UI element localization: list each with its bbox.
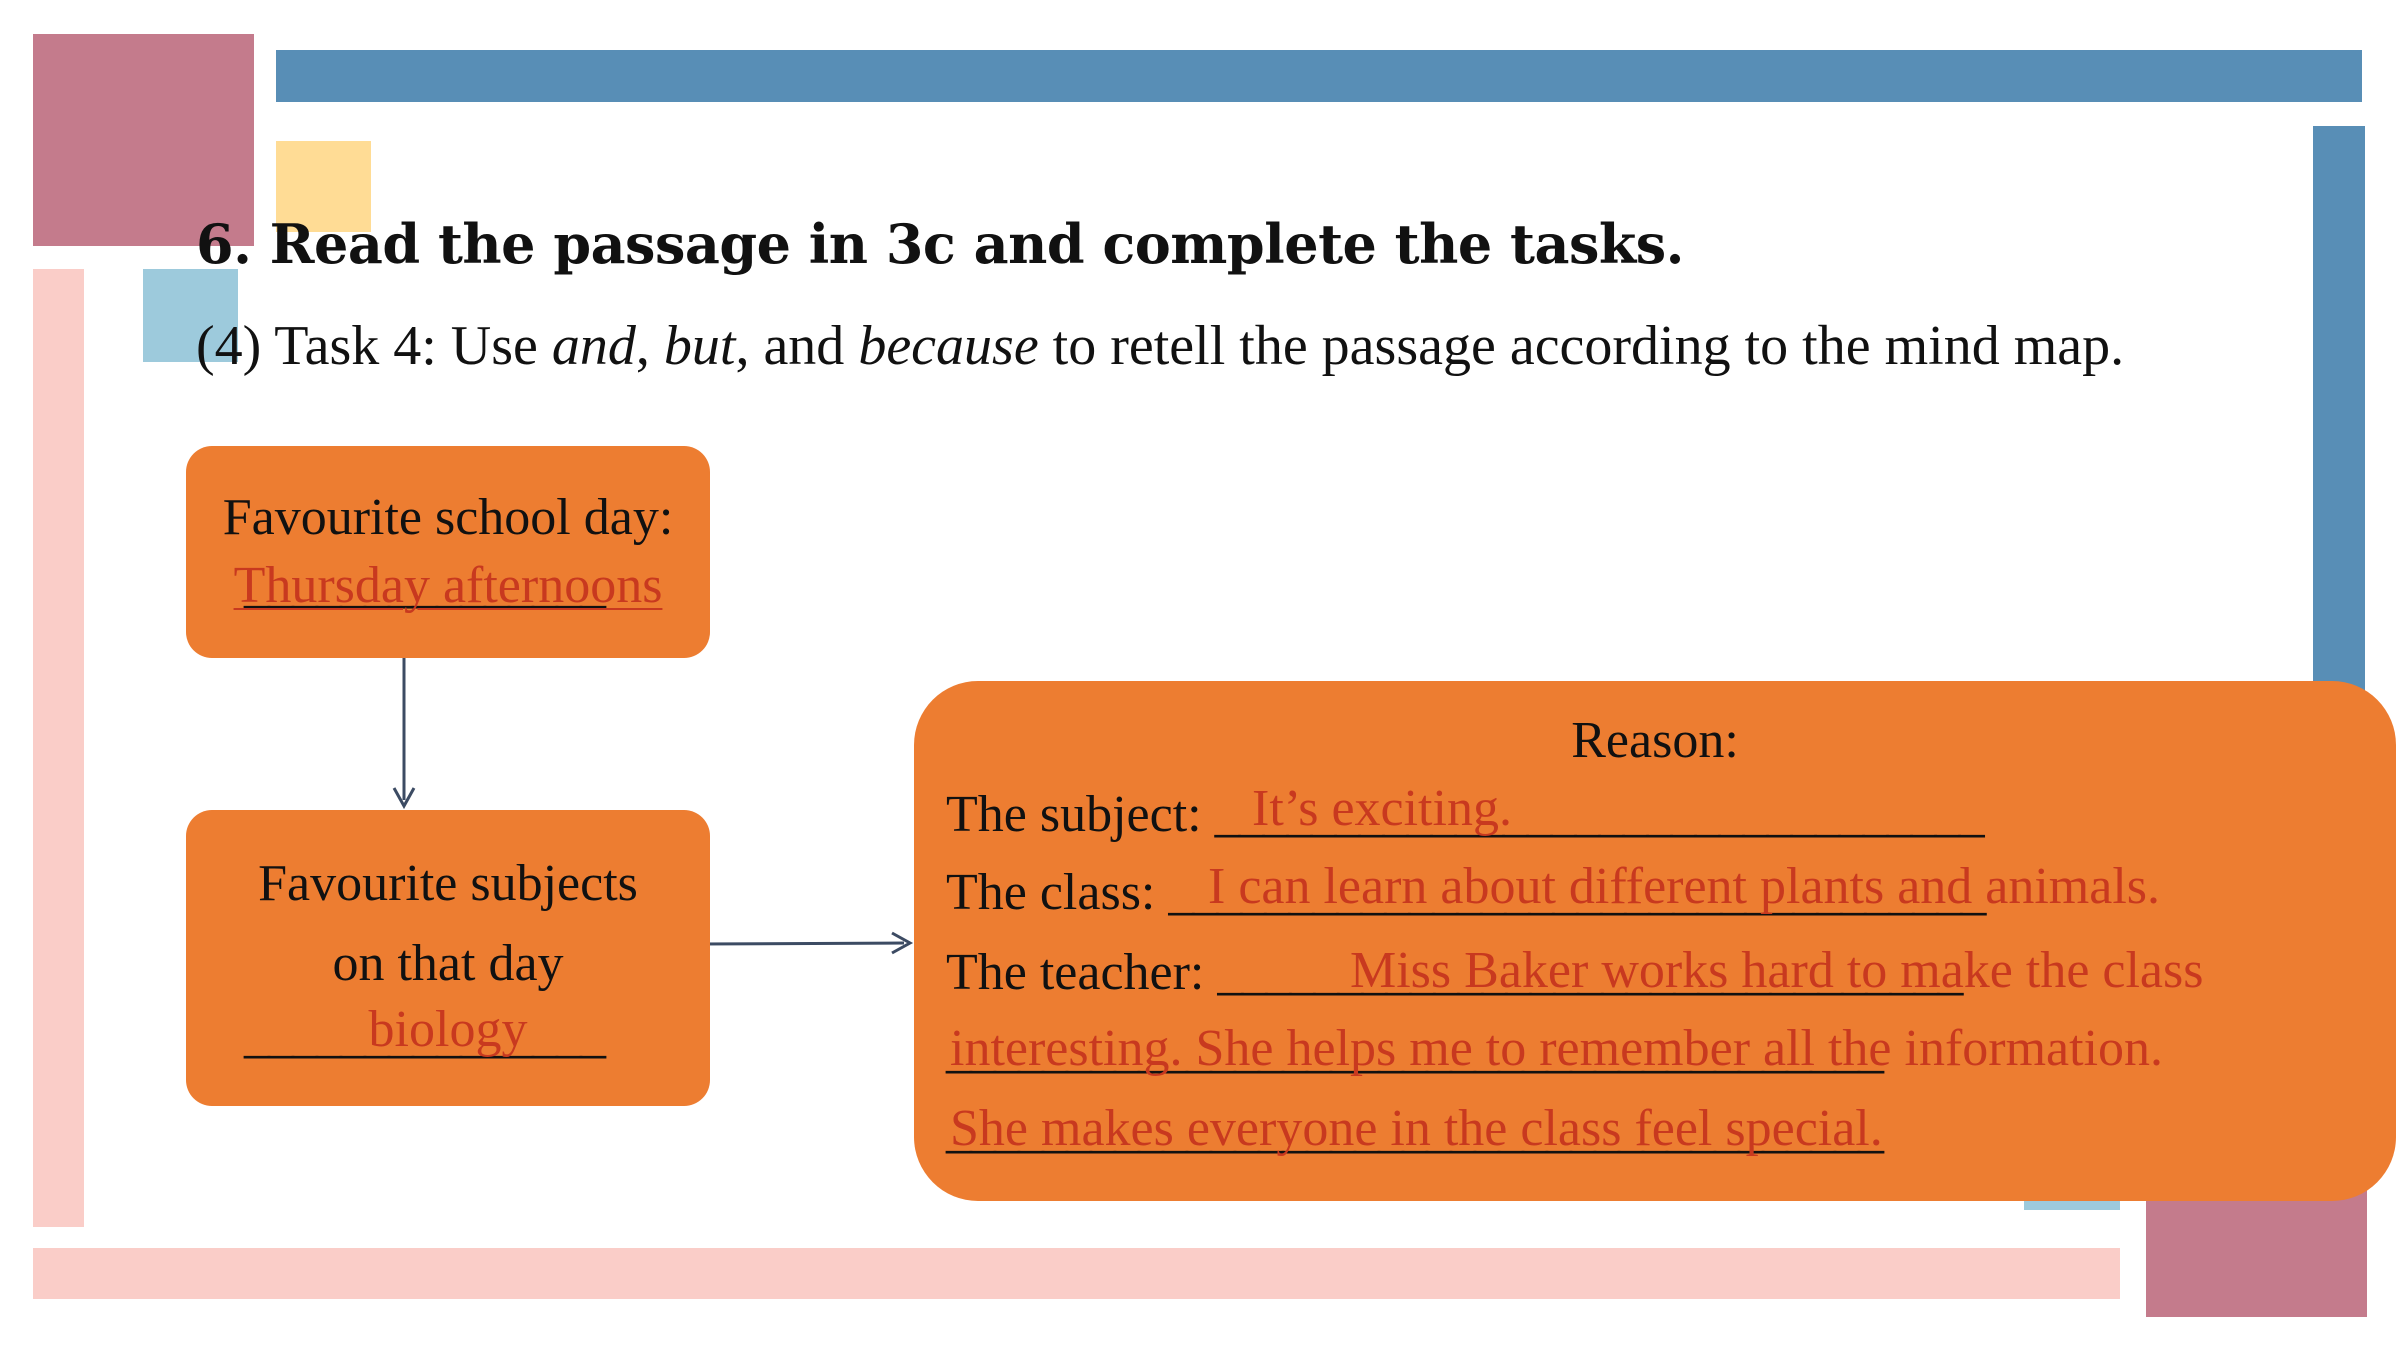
class-label: The class: <box>946 864 1169 921</box>
arrow-subjects-to-reason <box>699 941 905 946</box>
comma-2: , and <box>735 315 859 377</box>
subject-line: The subject: ___________________________… <box>946 785 1985 844</box>
deco-blue-bar-right <box>2313 126 2365 726</box>
arrowhead-down <box>392 787 416 810</box>
teacher-answer-line-3: She makes everyone in the class feel spe… <box>950 1100 1883 1157</box>
favourite-subjects-label-1: Favourite subjects <box>258 855 638 912</box>
teacher-line: The teacher: ___________________________… <box>946 943 1963 1002</box>
task-instruction: (4) Task 4: Use and, but, and because to… <box>196 314 2124 378</box>
page-title: 6. Read the passage in 3c and complete t… <box>196 212 1684 276</box>
reason-heading: Reason: <box>1571 712 1739 769</box>
deco-pink-bar-left <box>33 269 84 1227</box>
favourite-subjects-answer-row: biology <box>186 1000 710 1059</box>
word-because: because <box>858 315 1039 377</box>
teacher-blank-3: _______________________________________ <box>946 1102 1884 1159</box>
favourite-subjects-blank: _______________ <box>244 1007 606 1064</box>
class-answer: I can learn about different plants and a… <box>1208 858 2161 915</box>
deco-yellow-square <box>276 141 371 232</box>
favourite-subjects-answer: biology <box>368 1001 528 1058</box>
deco-rose-square-top-left <box>33 34 254 246</box>
teacher-blank-line-3: _______________________________________ <box>946 1101 1884 1160</box>
favourite-day-label: Favourite school day: <box>222 489 674 546</box>
teacher-label: The teacher: <box>946 944 1218 1001</box>
task-prefix: (4) Task 4: Use <box>196 315 552 377</box>
deco-blue-bar-top <box>276 50 2362 102</box>
deco-pink-bar-bottom <box>33 1248 2120 1299</box>
word-and: and <box>551 315 636 377</box>
teacher-answer-line-1: Miss Baker works hard to make the class <box>1350 942 2204 999</box>
favourite-subjects-label-2: on that day <box>332 935 564 992</box>
teacher-blank: _______________________________ <box>1217 944 1963 1001</box>
favourite-subjects-box: Favourite subjects on that day _________… <box>186 810 710 1106</box>
reason-box: Reason: The subject: ___________________… <box>914 681 2396 1201</box>
deco-rose-square-bottom-right <box>2146 1186 2367 1317</box>
subject-answer: It’s exciting. <box>1252 780 1512 837</box>
teacher-blank-2: _______________________________________ <box>946 1022 1884 1079</box>
class-line: The class: _____________________________… <box>946 863 1986 922</box>
arrowhead-right <box>891 931 914 955</box>
subject-blank: ________________________________ <box>1214 786 1985 843</box>
teacher-blank-line-2: _______________________________________ <box>946 1021 1884 1080</box>
favourite-day-answer: Thursday afternoons <box>233 557 663 614</box>
teacher-answer-line-2: interesting. She helps me to remember al… <box>950 1020 2164 1077</box>
task-suffix: to retell the passage according to the m… <box>1038 315 2125 377</box>
favourite-day-box: Favourite school day: _______________ Th… <box>186 446 710 658</box>
word-but: but <box>663 315 736 377</box>
class-blank: __________________________________ <box>1168 864 1986 921</box>
favourite-day-blank: _______________ <box>244 557 606 614</box>
comma-1: , <box>635 315 664 377</box>
subject-label: The subject: <box>946 786 1215 843</box>
deco-lightblue-square <box>143 269 238 362</box>
favourite-day-answer-row: Thursday afternoons <box>186 556 710 615</box>
